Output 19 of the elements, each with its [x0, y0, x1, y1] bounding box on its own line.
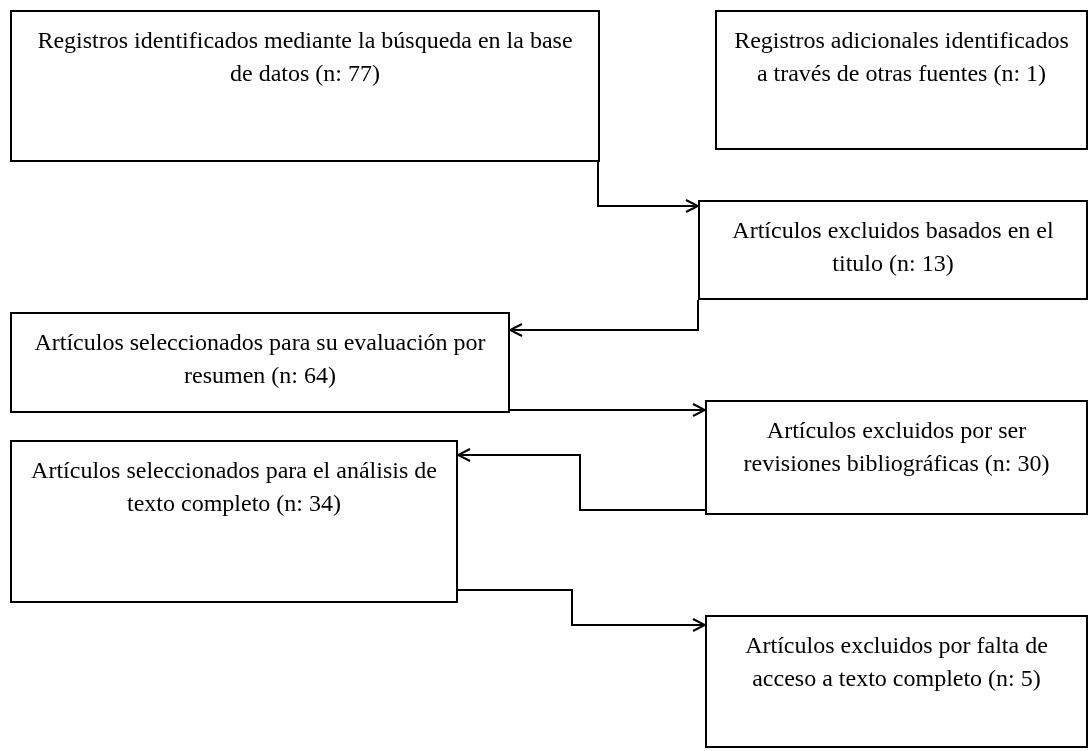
arrow	[597, 161, 699, 213]
box-text: Artículos excluidos basados en el titulo (n: 13)	[731, 216, 1055, 278]
arrow	[457, 448, 706, 511]
box-text: Registros identificados mediante la búsqueda en la base de datos (n: 77)	[36, 26, 574, 88]
process-box	[10, 312, 510, 413]
box-text: Artículos excluidos por falta de acceso a texto completo (n: 5)	[744, 631, 1049, 693]
arrow	[457, 589, 706, 632]
process-box	[10, 440, 458, 603]
arrow	[509, 299, 699, 337]
process-box	[10, 10, 600, 162]
process-box	[715, 10, 1088, 150]
box-text: Registros adicionales identificados a través de otras fuentes (n: 1)	[733, 26, 1070, 88]
process-box	[698, 200, 1088, 300]
box-text: Artículos seleccionados para su evaluación por resumen (n: 64)	[33, 328, 487, 390]
arrow	[509, 403, 706, 417]
process-box	[705, 615, 1088, 748]
box-text: Artículos excluidos por ser revisiones bibliográficas (n: 30)	[742, 416, 1051, 478]
box-text: Artículos seleccionados para el análisis de texto completo (n: 34)	[30, 456, 438, 518]
process-box	[705, 400, 1088, 515]
